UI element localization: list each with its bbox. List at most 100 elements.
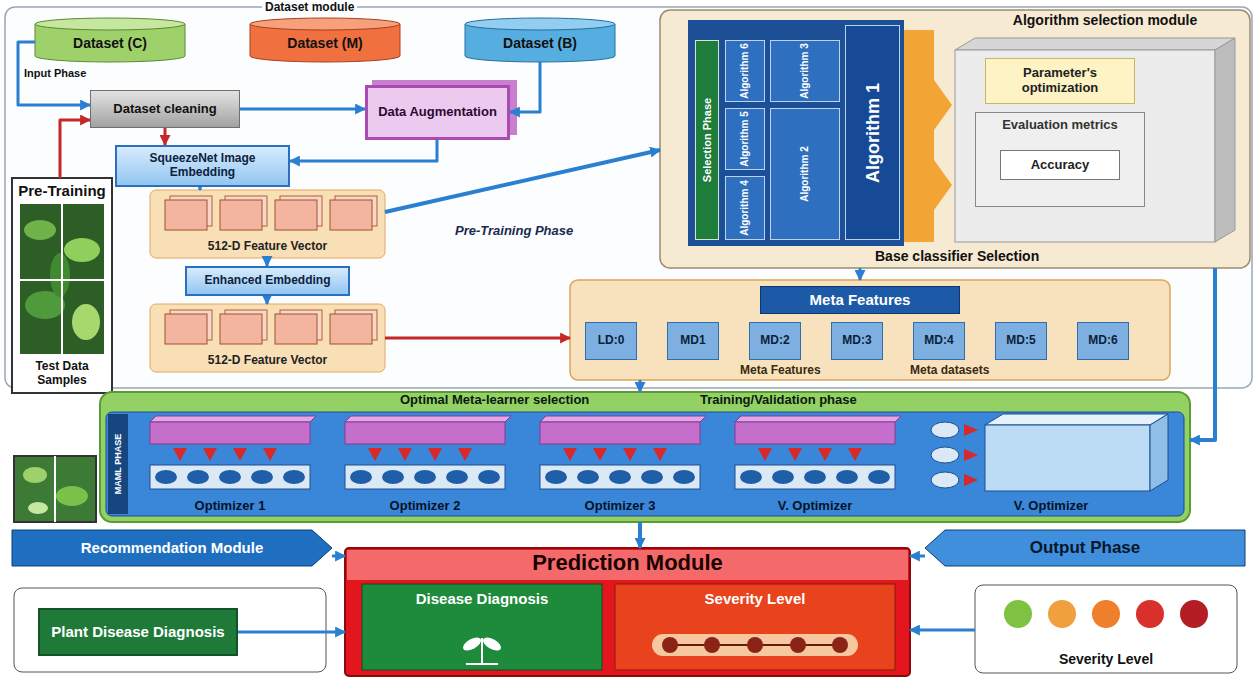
node-text: Algorithm 3 xyxy=(799,43,811,99)
connector xyxy=(266,258,269,266)
optimizer-unit: Optimizer 1 xyxy=(140,412,320,517)
maml-inner xyxy=(106,412,1184,516)
orange-pointer xyxy=(934,160,952,210)
arrow-band: Recommendation Module xyxy=(12,530,332,566)
node-text: Recommendation Module xyxy=(81,539,264,556)
connector xyxy=(910,555,925,558)
feature-card xyxy=(330,200,372,230)
severity-dot xyxy=(704,637,720,653)
feature-vector-panel: 512-D Feature Vector xyxy=(150,304,385,372)
gray-box xyxy=(955,50,1215,242)
node-text: SqueezeNet Image Embedding xyxy=(121,152,284,180)
embedding-box: SqueezeNet Image Embedding xyxy=(115,145,290,187)
arrow-band-shape xyxy=(925,530,1245,566)
node-text: Accuracy xyxy=(1031,158,1090,173)
optimizer-unit: Optimizer 3 xyxy=(530,412,710,517)
connector xyxy=(385,150,660,212)
feature-card xyxy=(275,314,317,344)
optimizer-art xyxy=(150,416,316,489)
plant-leaf xyxy=(481,635,503,654)
phase-bar: Selection Phase xyxy=(695,40,719,240)
node-text: V. Optimizer xyxy=(778,499,853,514)
neuron xyxy=(931,472,959,488)
plant-ground xyxy=(466,663,498,665)
feature-card xyxy=(220,314,262,344)
process-box: Dataset cleaning xyxy=(90,90,240,128)
node-text: LD:0 xyxy=(598,334,625,348)
feature-card xyxy=(330,314,372,344)
severity-circle xyxy=(1092,600,1120,628)
node-text: Pre-Training xyxy=(18,182,106,199)
node-text: Dataset (B) xyxy=(503,35,577,51)
connector xyxy=(385,337,570,340)
validation-box-side xyxy=(1150,414,1168,491)
algorithm-box: Algorithm 2 xyxy=(770,108,840,240)
dataset-cylinder: Dataset (M) xyxy=(250,18,400,62)
node-text: Meta Features xyxy=(810,291,911,308)
pretraining-frame xyxy=(12,178,112,393)
connector xyxy=(290,140,437,161)
node-text: Optimal Meta-learner selection xyxy=(400,393,589,408)
plant-leaf xyxy=(461,635,483,654)
leaf xyxy=(64,238,100,262)
optimizer-art xyxy=(345,416,511,489)
optimizer-art xyxy=(735,416,901,489)
orange-band xyxy=(904,30,934,242)
node-text: Dataset cleaning xyxy=(113,102,216,117)
dataset-cylinder: Dataset (C) xyxy=(35,18,185,62)
connector xyxy=(332,555,345,558)
metrics-box: Evaluation metricsAccuracy xyxy=(975,112,1145,207)
node-text: Meta datasets xyxy=(910,364,989,378)
node-text: Algorithm 4 xyxy=(739,180,751,236)
module-panel-fill xyxy=(660,10,1250,268)
maml-panel: Optimal Meta-learner selectionTraining/V… xyxy=(100,392,1190,522)
red-arrow xyxy=(964,449,978,461)
node-text: Prediction Module xyxy=(345,550,910,575)
photo-grid xyxy=(54,456,56,522)
module-title: Dataset module xyxy=(262,1,357,15)
severity-dot xyxy=(790,637,806,653)
connector xyxy=(639,380,642,392)
node-text: Selection Phase xyxy=(701,98,714,182)
meta-dataset-card: MD:4 xyxy=(913,322,965,360)
cylinder-top xyxy=(465,18,615,30)
cylinder-top xyxy=(250,18,400,30)
meta-dataset-card: MD1 xyxy=(667,322,719,360)
node-text: Dataset (M) xyxy=(287,35,362,51)
meta-panel: Meta FeaturesMeta datasetsMeta FeaturesL… xyxy=(570,280,1170,380)
red-arrow xyxy=(964,474,978,486)
arrow-band: Output Phase xyxy=(925,530,1245,566)
node-text: Optimizer 2 xyxy=(390,499,461,514)
connector xyxy=(238,631,345,634)
feature-panel xyxy=(150,190,385,258)
leaf xyxy=(50,253,70,297)
red-arrow xyxy=(964,424,978,436)
validation-box-top xyxy=(985,414,1168,425)
maml-frame xyxy=(100,392,1190,522)
node-text: Algorithm 2 xyxy=(799,146,811,202)
meta-dataset-card: MD:2 xyxy=(749,322,801,360)
severity-box: Severity Level xyxy=(615,584,895,670)
node-text: 512-D Feature Vector xyxy=(208,354,327,368)
gray-box-top xyxy=(955,38,1235,50)
algorithm-box: Algorithm 1 xyxy=(845,25,900,240)
node-text: Algorithm 1 xyxy=(862,82,883,182)
connector xyxy=(859,268,862,280)
connector xyxy=(164,128,167,145)
node-text: MD:2 xyxy=(760,334,789,348)
node-text: Parameter's optimization xyxy=(990,66,1130,96)
connector xyxy=(1190,268,1215,440)
connector xyxy=(638,522,642,548)
severity-circle xyxy=(1004,600,1032,628)
meta-dataset-card: LD:0 xyxy=(585,322,637,360)
node-text: Plant Disease Diagnosis xyxy=(51,623,224,640)
algorithm-box: Algorithm 5 xyxy=(725,108,765,170)
connector xyxy=(240,108,365,111)
gray-box-side xyxy=(1215,38,1235,242)
node-text: Enhanced Embedding xyxy=(204,274,330,288)
node-text: V. Optimizer xyxy=(1014,499,1089,514)
node-text: Test Data Samples xyxy=(15,360,109,388)
orange-pointer xyxy=(934,80,952,130)
feature-card xyxy=(165,314,207,344)
